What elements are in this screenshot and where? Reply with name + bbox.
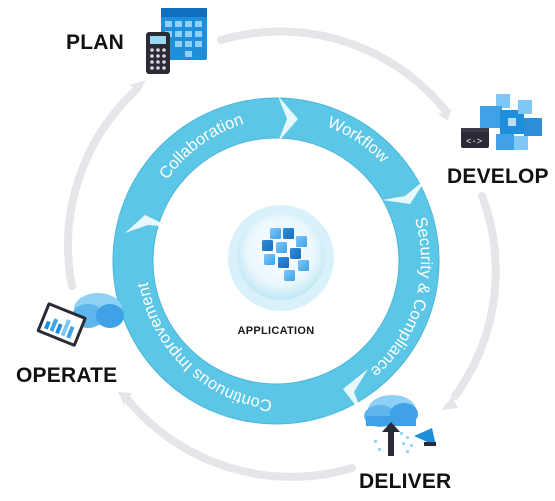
stage-label-plan: PLAN — [66, 31, 124, 54]
outer-cycle-arrows — [64, 27, 500, 481]
ring-chevron-top — [278, 96, 298, 142]
ring-outer-edge — [112, 97, 440, 425]
arrow-plan-to-develop — [217, 27, 449, 114]
stage-label-develop: DEVELOP — [447, 165, 549, 188]
arrow-operate-to-plan — [64, 86, 140, 290]
arrow-deliver-to-operate-head — [118, 392, 132, 405]
arrow-operate-to-plan-head — [130, 80, 146, 93]
monitor-dashboard-icon — [36, 293, 124, 347]
stage-label-operate: OPERATE — [16, 364, 118, 387]
ring-band — [113, 98, 439, 424]
calendar-calculator-icon — [146, 8, 207, 74]
arrow-develop-to-deliver — [451, 192, 500, 400]
stage-label-deliver: DELIVER — [359, 470, 452, 493]
application-hub — [228, 205, 334, 311]
arrow-develop-to-deliver-head — [441, 397, 458, 410]
cloud-delivery-icon — [364, 395, 436, 456]
ring-chevron-left — [125, 215, 170, 233]
application-label: APPLICATION — [237, 325, 315, 337]
svg-text:<·>: <·> — [466, 137, 482, 147]
ring-chevron-bottom — [343, 369, 368, 415]
arrow-plan-to-develop-head — [438, 108, 452, 121]
hub-inner — [237, 212, 325, 300]
application-cubes-icon — [262, 228, 309, 281]
ring-chevron-right — [382, 178, 427, 204]
ring-inner-edge — [152, 137, 400, 385]
arrow-deliver-to-operate — [124, 396, 356, 481]
code-cubes-icon: <·> — [461, 94, 542, 150]
